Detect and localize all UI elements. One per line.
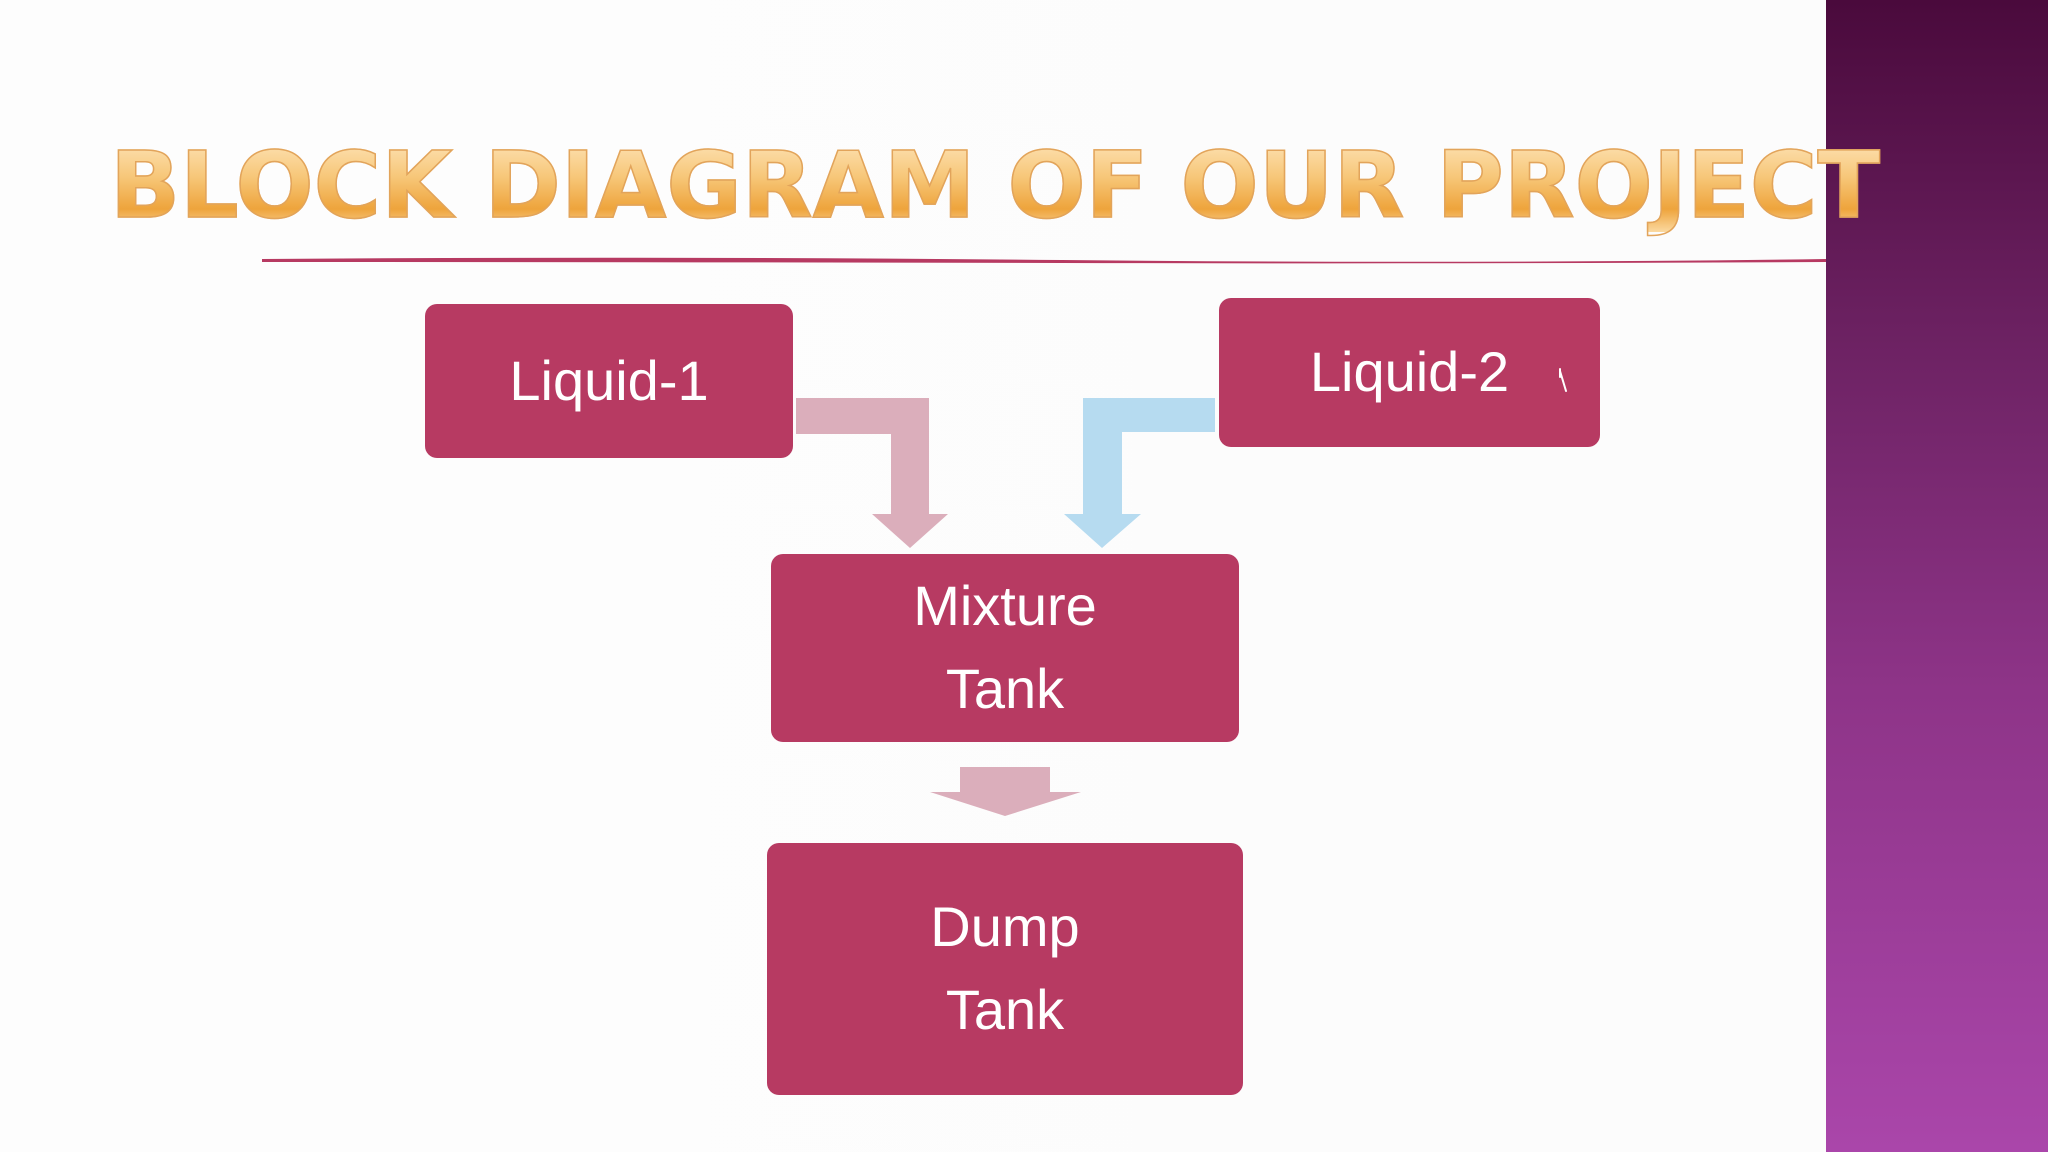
liquid-1-block: Liquid-1 — [425, 304, 793, 458]
dump-tank-label-line1: Dump — [930, 895, 1080, 959]
mouse-cursor-icon — [1559, 368, 1567, 392]
mixture-tank-block: Mixture Tank — [771, 554, 1239, 742]
dump-tank-label-line2: Tank — [945, 978, 1065, 1041]
arrow-liquid1-to-mixture — [796, 398, 948, 548]
liquid-2-label: Liquid-2 — [1309, 340, 1510, 404]
title-underline — [262, 257, 1826, 264]
liquid-1-label: Liquid-1 — [509, 348, 709, 412]
mixture-tank-label-line2: Tank — [945, 657, 1065, 720]
mixture-tank-label-line1: Mixture — [913, 574, 1097, 638]
arrow-mixture-to-dump — [930, 767, 1081, 816]
liquid-2-block: Liquid-2 — [1219, 298, 1600, 447]
side-decoration-panel — [1826, 0, 2048, 1152]
dump-tank-block: Dump Tank — [767, 843, 1243, 1095]
arrow-liquid2-to-mixture — [1064, 398, 1215, 548]
slide-title: BLOCK DIAGRAM OF OUR PROJECT — [109, 132, 1881, 239]
